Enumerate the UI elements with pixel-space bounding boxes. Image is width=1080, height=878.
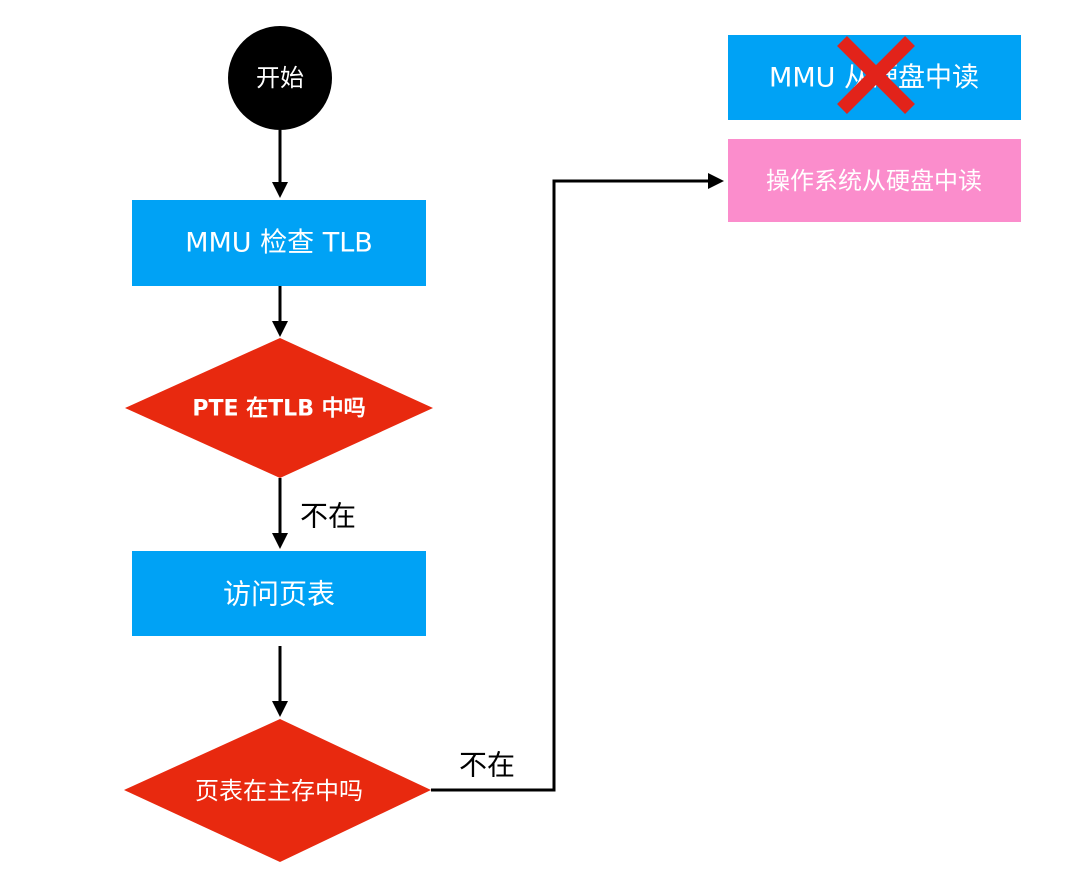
start-node: 开始 — [228, 26, 332, 130]
check-tlb-label: MMU 检查 TLB — [185, 228, 373, 259]
access-page-table-label: 访问页表 — [223, 578, 335, 611]
start-label: 开始 — [256, 64, 304, 92]
cross-out-icon — [837, 36, 915, 114]
page-table-no-label: 不在 — [459, 749, 515, 782]
os-read-disk-box — [728, 139, 1021, 222]
os-read-disk-label: 操作系统从硬盘中读 — [766, 167, 982, 195]
check-tlb-box — [132, 200, 426, 286]
mmu-read-disk-node: MMU 从硬盘中读 — [728, 35, 1021, 120]
pte-in-tlb-label: PTE 在TLB 中吗 — [192, 396, 365, 422]
os-read-disk-node: 操作系统从硬盘中读 — [728, 139, 1021, 222]
cross-out-line-2 — [837, 36, 915, 114]
page-table-in-memory-label: 页表在主存中吗 — [195, 777, 363, 805]
pte-in-tlb-diamond — [125, 338, 433, 478]
access-page-table-node: 访问页表 — [132, 551, 426, 636]
start-circle — [228, 26, 332, 130]
page-table-in-memory-node: 页表在主存中吗 — [124, 719, 431, 862]
page-table-in-memory-diamond — [124, 719, 431, 862]
access-page-table-box — [132, 551, 426, 636]
pte-no-label: 不在 — [300, 500, 356, 533]
check-tlb-node: MMU 检查 TLB — [132, 200, 426, 286]
pte-in-tlb-node: PTE 在TLB 中吗 — [125, 338, 433, 478]
arrow-memory-check-to-os-read — [431, 173, 724, 792]
